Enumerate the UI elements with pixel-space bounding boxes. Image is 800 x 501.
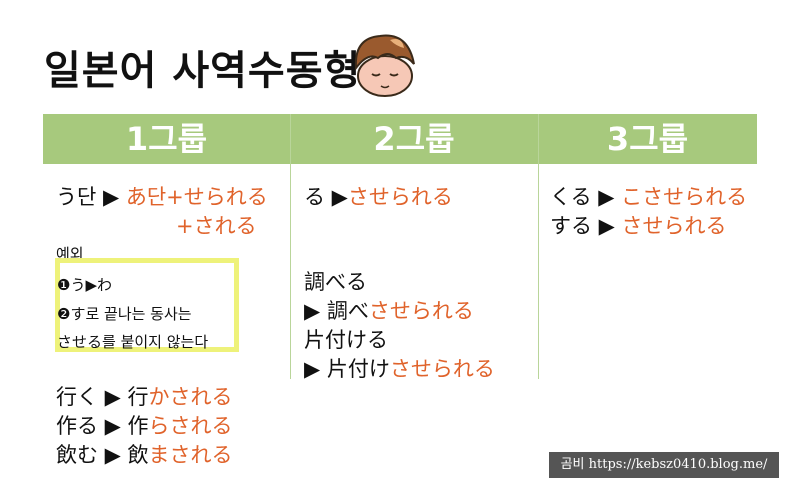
column-divider xyxy=(290,114,291,379)
group1-example-2: 作る ▶ 作らされる xyxy=(56,414,233,438)
cartoon-face-icon xyxy=(354,34,415,97)
exception-2b: させる를 붙이지 않는다 xyxy=(57,333,209,351)
page-title: 일본어 사역수동형 xyxy=(44,48,362,94)
group3-row-1: くる ▶ こさせられる xyxy=(550,185,748,209)
group2-example-1-result: ▶ 調べさせられる xyxy=(304,299,474,323)
group3-row-2: する ▶ させられる xyxy=(550,214,727,238)
exception-highlight-box xyxy=(55,258,239,352)
group2-example-2-word: 片付ける xyxy=(304,328,388,352)
table-header: 1그룹 2그룹 3그룹 xyxy=(43,114,757,164)
header-group3: 3그룹 xyxy=(606,120,689,158)
column-divider xyxy=(538,114,539,379)
exception-2a: ❷す로 끝나는 동사는 xyxy=(57,305,192,323)
group2-example-1-word: 調べる xyxy=(304,270,367,294)
watermark-badge: 곰비 https://kebsz0410.blog.me/ xyxy=(549,452,779,478)
group1-example-1: 行く ▶ 行かされる xyxy=(56,385,233,409)
group2-rule: る ▶させられる xyxy=(304,185,453,209)
group1-example-3: 飲む ▶ 飲まされる xyxy=(56,443,233,467)
header-group2: 2그룹 xyxy=(373,120,455,158)
group1-rule-alt: +される xyxy=(176,214,257,238)
exception-1: ❶う▶わ xyxy=(57,276,112,294)
group1-rule: う단 ▶ あ단+せられる xyxy=(56,185,268,209)
group2-example-2-result: ▶ 片付けさせられる xyxy=(304,357,495,381)
header-group1: 1그룹 xyxy=(125,120,208,158)
